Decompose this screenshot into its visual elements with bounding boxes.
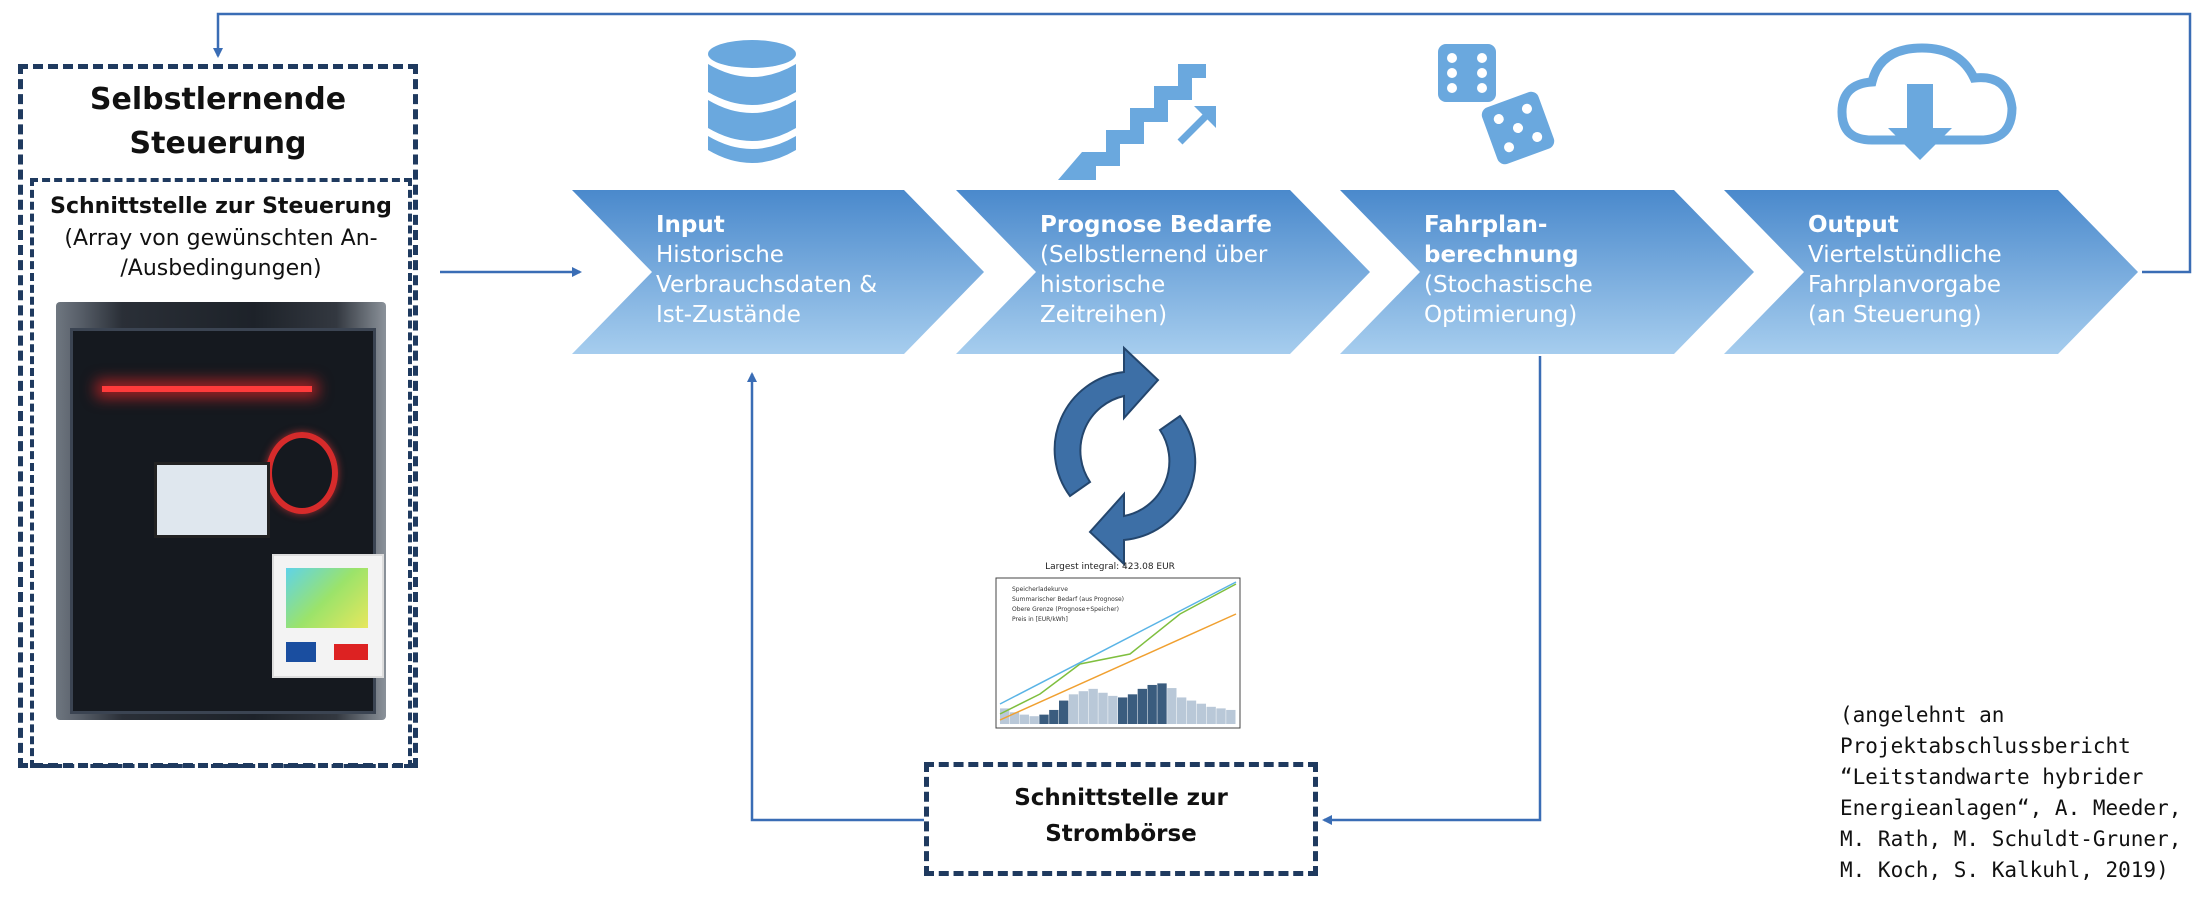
stairs-arrow-icon: [1058, 64, 1216, 180]
series-bedarf: [999, 613, 1237, 721]
price-bar: [1098, 692, 1108, 724]
step-input-line3: Ist-Zustände: [656, 302, 801, 328]
control-title-line2: Steuerung: [129, 126, 307, 161]
price-bar: [1137, 688, 1147, 724]
cabinet-led-strip: [102, 386, 312, 392]
price-bar: [1177, 697, 1187, 724]
database-icon: [708, 40, 796, 163]
chevron-prognose: [956, 190, 1370, 354]
reference-line4: Energieanlagen“, A. Meeder,: [1840, 796, 2182, 820]
step-fahrplan-title2: berechnung: [1424, 242, 1579, 268]
price-bar: [1127, 694, 1138, 724]
price-bar: [1226, 709, 1236, 724]
step-fahrplan-line1: (Stochastische: [1424, 272, 1593, 298]
price-bar: [1019, 714, 1029, 724]
step-input-line1: Historische: [656, 242, 784, 268]
schedule-to-market-connector: [1322, 356, 1542, 825]
poster-red-logo: [334, 644, 368, 660]
control-interface-title: Schnittstelle zur Steuerung: [50, 194, 392, 219]
reference-line1: (angelehnt an: [1840, 703, 2005, 727]
price-bar: [1049, 709, 1059, 724]
price-bar: [1147, 684, 1157, 724]
cabinet-screen: [154, 462, 270, 538]
step-output-text: Output Viertelstündliche Fahrplanvorgabe…: [1808, 210, 2002, 330]
price-bar: [1157, 683, 1167, 724]
step-output-line1: Viertelstündliche: [1808, 242, 2002, 268]
step-output-title: Output: [1808, 212, 1899, 238]
mini-chart: [995, 577, 1241, 729]
price-bar: [1196, 703, 1206, 724]
control-cabinet-photo: [56, 302, 386, 720]
mini-chart-title: Largest integral: 423.08 EUR: [1045, 562, 1175, 572]
chevron-output: [1724, 190, 2138, 354]
step-input-title: Input: [656, 212, 725, 238]
eu-flag-icon: [286, 642, 316, 662]
price-bar: [1108, 695, 1118, 724]
price-bar: [1186, 700, 1197, 724]
chevron-fahrplan: [1340, 190, 1754, 354]
price-bar: [1029, 716, 1039, 724]
step-prognose-line2: historische: [1040, 272, 1166, 298]
mini-chart-plot-area: [999, 581, 1237, 724]
reference-note: (angelehnt an Projektabschlussbericht “L…: [1840, 700, 2200, 886]
feedback-connector: [213, 12, 2192, 274]
price-bar: [1068, 694, 1079, 724]
control-interface-frame: [30, 178, 412, 768]
dice-icon: [1438, 44, 1555, 165]
price-bar: [1167, 688, 1177, 724]
control-title: Selbstlernende Steuerung: [18, 78, 418, 166]
price-bar: [1118, 697, 1128, 724]
price-bar: [1078, 691, 1088, 724]
legend-bedarf: Summarischer Bedarf (aus Prognose): [1012, 596, 1124, 603]
refresh-cycle-icon: [1053, 345, 1197, 567]
market-interface-line2: Strombörse: [1045, 821, 1197, 847]
reference-line6: M. Koch, S. Kalkuhl, 2019): [1840, 858, 2169, 882]
step-prognose-text: Prognose Bedarfe (Selbstlernend über his…: [1040, 210, 1272, 330]
price-bar: [1009, 712, 1020, 724]
control-title-line1: Selbstlernende: [89, 82, 347, 117]
market-interface-frame: [924, 762, 1318, 876]
reference-line3: “Leitstandwarte hybrider: [1840, 765, 2144, 789]
cabinet-cable-coil: [266, 432, 338, 514]
price-bar: [1059, 700, 1069, 724]
market-interface-title: Schnittstelle zur Strombörse: [924, 780, 1318, 852]
step-input-text: Input Historische Verbrauchsdaten & Ist-…: [656, 210, 877, 330]
step-output-line2: Fahrplanvorgabe: [1808, 272, 2002, 298]
step-fahrplan-title1: Fahrplan-: [1424, 212, 1548, 238]
legend-preis: Preis in [EUR/kWh]: [1012, 616, 1068, 623]
legend-obere: Obere Grenze (Prognose+Speicher): [1012, 606, 1119, 613]
reference-line2: Projektabschlussbericht: [1840, 734, 2131, 758]
market-to-input-connector: [747, 372, 924, 822]
poster-logo: [286, 568, 368, 628]
step-prognose-line1: (Selbstlernend über: [1040, 242, 1268, 268]
step-prognose-title: Prognose Bedarfe: [1040, 212, 1272, 238]
chevron-input: [572, 190, 984, 354]
price-bar: [1000, 708, 1010, 724]
price-bar: [1206, 706, 1216, 724]
price-bar: [1088, 688, 1098, 724]
step-fahrplan-text: Fahrplan- berechnung (Stochastische Opti…: [1424, 210, 1593, 330]
series-speicher: [999, 583, 1237, 715]
step-prognose-line3: Zeitreihen): [1040, 302, 1168, 328]
control-interface-subtitle: (Array von gewünschten An- /Ausbedingung…: [64, 226, 378, 281]
step-fahrplan-line2: Optimierung): [1424, 302, 1578, 328]
series-obere: [999, 581, 1237, 705]
cabinet-poster: [272, 554, 384, 678]
price-bar: [1216, 708, 1226, 724]
reference-line5: M. Rath, M. Schuldt-Gruner,: [1840, 827, 2182, 851]
price-bar: [1039, 714, 1049, 724]
legend-speicher: Speicherladekurve: [1012, 586, 1068, 593]
step-input-line2: Verbrauchsdaten &: [656, 272, 878, 298]
cloud-download-icon: [1837, 43, 2017, 160]
step-output-line3: (an Steuerung): [1808, 302, 1982, 328]
market-interface-line1: Schnittstelle zur: [1014, 785, 1228, 811]
